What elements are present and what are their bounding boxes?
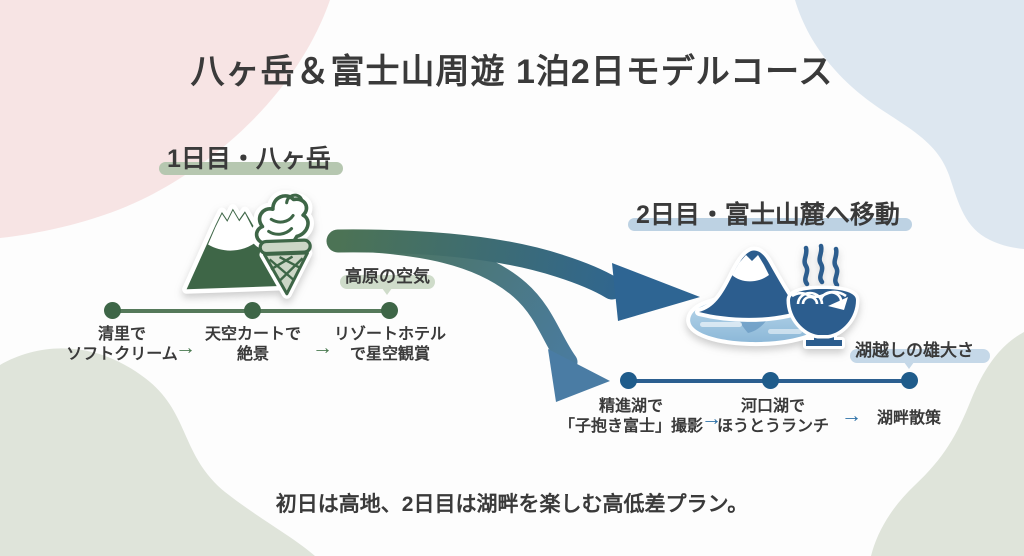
day1-stop-2: 天空カートで 絶景 <box>173 325 333 366</box>
day1-note: 高原の空気 <box>340 262 435 295</box>
noodle-bowl <box>786 285 860 339</box>
day2-header-label: 2日目・富士山麓へ移動 <box>636 201 900 229</box>
day1-stop-2-line1: 天空カートで <box>204 326 301 343</box>
day2-stop-3-line1: 湖畔散策 <box>876 410 941 427</box>
lake-streak <box>768 329 802 334</box>
day1-stop-1-line2: ソフトクリーム <box>66 346 178 364</box>
day1-timeline-dot-2 <box>244 302 261 319</box>
day1-stop-2-line2: 絶景 <box>236 346 269 364</box>
day1-note-label: 高原の空気 <box>345 267 430 286</box>
day1-timeline-dot-1 <box>104 302 121 319</box>
arrow-icon: → <box>841 404 862 427</box>
lake-streak <box>700 322 742 327</box>
day1-stop-3-line1: リゾートホテル <box>333 326 446 343</box>
arrow-icon: → <box>175 336 196 359</box>
day2-stop-2: 河口湖で ほうとうランチ <box>693 397 853 438</box>
arrow-icon: → <box>312 336 333 359</box>
cone-rim <box>258 238 312 256</box>
connector-lower-arrowhead <box>548 349 610 402</box>
day2-stop-1-line2: 「子抱き富士」撮影 <box>558 418 703 436</box>
day2-stop-3: 湖畔散策 <box>849 409 969 429</box>
cone-lattice <box>268 255 304 282</box>
day2-timeline-dot-1 <box>620 372 637 389</box>
day1-stop-3: リゾートホテル で星空観賞 <box>300 325 480 366</box>
day2-stop-2-line1: 河口湖で <box>740 398 805 415</box>
footer-caption: 初日は高地、2日目は湖畔を楽しむ高低差プラン。 <box>275 493 749 516</box>
fish-cake <box>828 297 848 310</box>
background-blob-sage-right <box>871 332 1024 556</box>
noodle-swirls <box>791 290 847 305</box>
day2-timeline-dot-3 <box>901 372 918 389</box>
day2-stop-1-line1: 精進湖で <box>598 398 663 415</box>
day2-stop-2-line2: ほうとうランチ <box>716 418 829 436</box>
day2-stop-1: 精進湖で 「子抱き富士」撮影 <box>536 397 726 438</box>
fuji-mountain-shape <box>695 246 803 322</box>
background-blob-sage-left <box>0 348 315 556</box>
fuji-snowcap <box>732 255 769 282</box>
day1-stop-1: 清里で ソフトクリーム <box>32 325 212 366</box>
day2-note: 湖越しの雄大さ <box>850 336 990 369</box>
page-title: 八ヶ岳＆富士山周遊 1泊2日モデルコース <box>190 53 834 91</box>
mountain-snowcap <box>208 210 258 251</box>
day1-stop-1-line1: 清里で <box>97 326 146 343</box>
mountain-softcream-icon <box>182 189 314 299</box>
day2-header: 2日目・富士山麓へ移動 <box>628 195 912 231</box>
softserve-swirl <box>254 194 310 246</box>
day1-stop-3-line2: で星空観賞 <box>349 346 430 364</box>
swirl-lines <box>267 193 304 236</box>
day2-note-label: 湖越しの雄大さ <box>855 341 974 360</box>
arrow-icon: → <box>701 407 722 430</box>
day1-timeline-dot-3 <box>381 302 398 319</box>
day1-header: 1日目・八ヶ岳 <box>159 139 343 175</box>
day1-header-label: 1日目・八ヶ岳 <box>167 145 331 173</box>
day2-timeline-dot-2 <box>762 372 779 389</box>
fuji-lake-noodles-icon <box>686 243 860 349</box>
steam-icon <box>802 243 840 288</box>
